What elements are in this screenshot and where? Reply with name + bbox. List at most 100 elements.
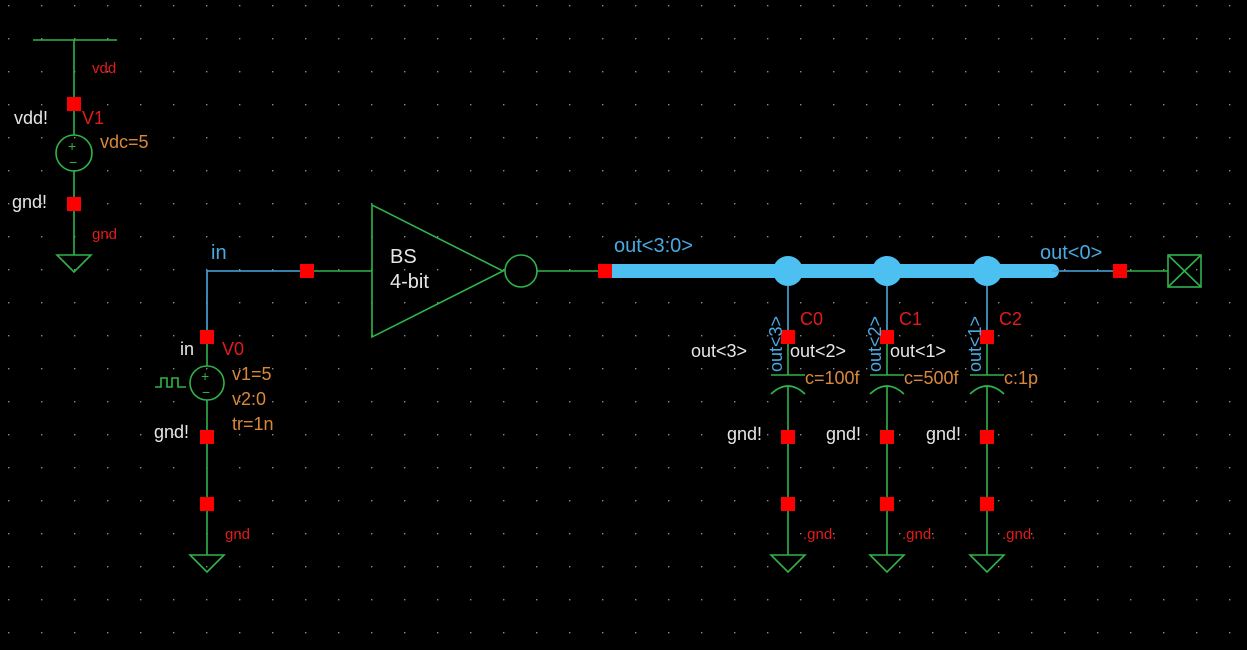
grid-dot <box>1097 302 1099 304</box>
grid-dot <box>767 599 769 601</box>
grid-dot <box>998 467 1000 469</box>
pin[interactable] <box>67 197 81 211</box>
grid-dot <box>998 104 1000 106</box>
pin[interactable] <box>300 264 314 278</box>
pin[interactable] <box>880 497 894 511</box>
pin[interactable] <box>67 97 81 111</box>
grid-dot <box>569 401 571 403</box>
grid-dot <box>404 401 406 403</box>
grid-dot <box>74 599 76 601</box>
grid-dot <box>371 5 373 7</box>
grid-dot <box>8 566 10 568</box>
grid-dot <box>305 500 307 502</box>
pin[interactable] <box>781 497 795 511</box>
grid-dot <box>404 533 406 535</box>
pin[interactable] <box>980 430 994 444</box>
grid-dot <box>206 170 208 172</box>
pin[interactable] <box>880 430 894 444</box>
pin[interactable] <box>980 330 994 344</box>
grid-dot <box>965 533 967 535</box>
grid-dot <box>965 71 967 73</box>
pin[interactable] <box>880 330 894 344</box>
no-connect-terminal[interactable] <box>1167 254 1202 288</box>
pin[interactable] <box>598 264 612 278</box>
grid-dot <box>404 632 406 634</box>
grid-dot <box>1196 368 1198 370</box>
grid-dot <box>668 170 670 172</box>
grid-dot <box>1031 5 1033 7</box>
grid-dot <box>1130 38 1132 40</box>
grid-dot <box>74 269 76 271</box>
grid-dot <box>701 302 703 304</box>
grid-dot <box>272 38 274 40</box>
grid-dot <box>602 335 604 337</box>
grid-dot <box>1163 467 1165 469</box>
grid-dot <box>503 566 505 568</box>
grid-dot <box>1229 203 1231 205</box>
grid-dot <box>1130 368 1132 370</box>
grid-dot <box>206 38 208 40</box>
grid-dot <box>998 434 1000 436</box>
grid-dot <box>899 632 901 634</box>
pin[interactable] <box>781 330 795 344</box>
grid-dot <box>1097 236 1099 238</box>
grid-dot <box>437 170 439 172</box>
bs-4bit-buffer[interactable]: BS 4-bit <box>371 203 605 339</box>
grid-dot <box>965 38 967 40</box>
grid-dot <box>107 302 109 304</box>
grid-dot <box>1130 467 1132 469</box>
grid-dot <box>1097 599 1099 601</box>
grid-dot <box>1097 401 1099 403</box>
output-bus[interactable]: out<3:0> out<0> <box>598 235 1202 288</box>
grid-dot <box>734 434 736 436</box>
grid-dot <box>404 170 406 172</box>
grid-dot <box>998 599 1000 601</box>
instance-name: C2 <box>999 309 1022 329</box>
grid-dot <box>8 335 10 337</box>
pin[interactable] <box>1113 264 1127 278</box>
pin[interactable] <box>980 497 994 511</box>
grid-dot <box>1130 401 1132 403</box>
pulse-source[interactable]: + − in in V0 v1=5 v2:0 tr=1n gnd! gnd <box>154 242 372 574</box>
grid-dot <box>470 104 472 106</box>
grid-dot <box>140 137 142 139</box>
grid-dot <box>437 500 439 502</box>
grid-dot <box>371 38 373 40</box>
grid-dot <box>338 104 340 106</box>
param: c:1p <box>1004 368 1038 388</box>
vdd-source[interactable]: + − vdd vdd! V1 vdc=5 gnd! gnd <box>12 39 149 274</box>
grid-dot <box>833 71 835 73</box>
grid-dot <box>899 236 901 238</box>
grid-dot <box>701 170 703 172</box>
pin[interactable] <box>200 430 214 444</box>
grid-dot <box>173 269 175 271</box>
grid-dot <box>569 236 571 238</box>
pin[interactable] <box>781 430 795 444</box>
grid-dot <box>1097 368 1099 370</box>
grid-dot <box>899 368 901 370</box>
grid-dot <box>734 467 736 469</box>
grid-dot <box>272 269 274 271</box>
grid-dot <box>998 632 1000 634</box>
grid-dot <box>602 302 604 304</box>
grid-dot <box>305 203 307 205</box>
grid-dot <box>800 71 802 73</box>
grid-dot <box>74 5 76 7</box>
pin[interactable] <box>200 497 214 511</box>
grid-dot <box>1064 533 1066 535</box>
grid-dot <box>239 71 241 73</box>
grid-dot <box>767 335 769 337</box>
grid-dot <box>1031 137 1033 139</box>
grid-dot <box>140 335 142 337</box>
grid-dot <box>701 104 703 106</box>
grid-dot <box>437 203 439 205</box>
grid-dot <box>635 533 637 535</box>
grid-dot <box>1130 203 1132 205</box>
grid-dot <box>899 467 901 469</box>
grid-dot <box>1196 632 1198 634</box>
pin[interactable] <box>200 330 214 344</box>
